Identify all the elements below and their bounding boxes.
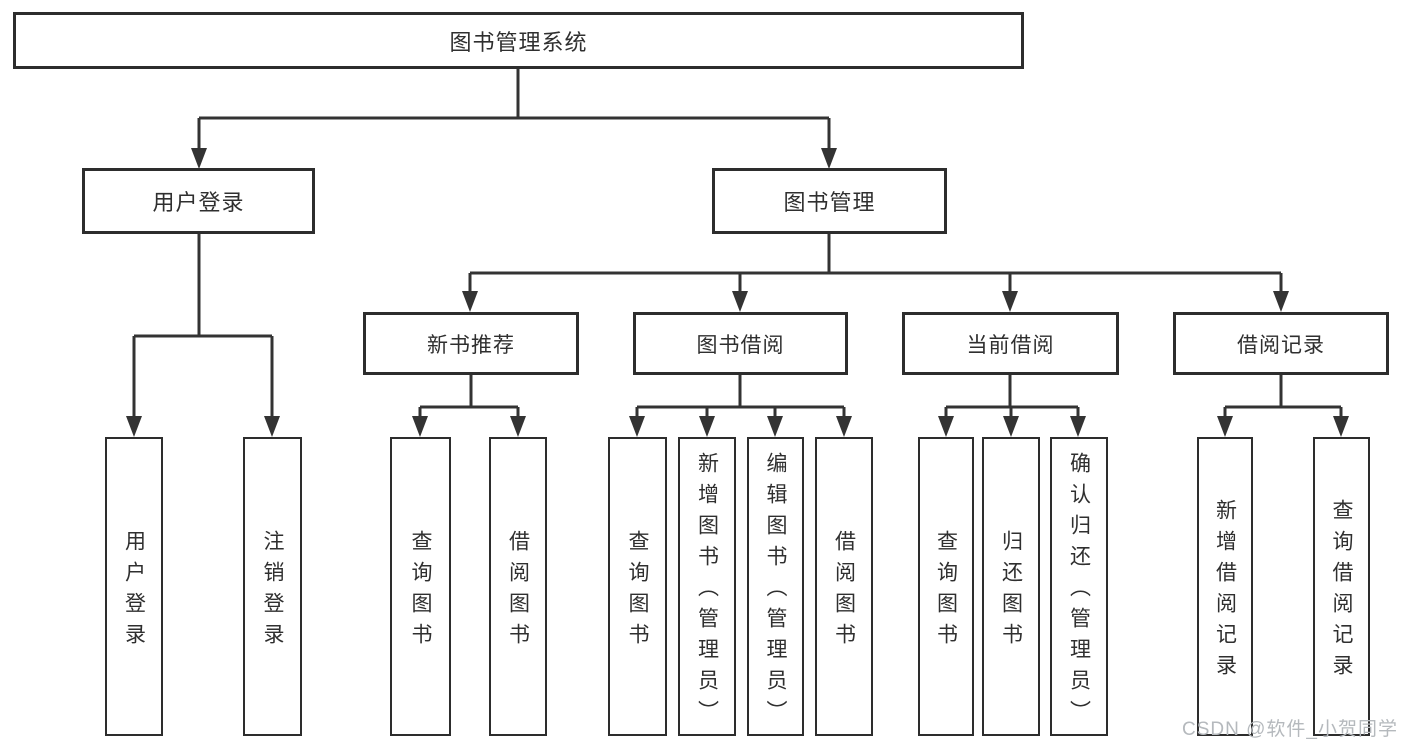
leaf-label: 查询借阅记录 [1330,498,1353,685]
node-leaf-confirm-return-admin: 确认归还（管理员） [1050,437,1108,736]
node-borrowing-records: 借阅记录 [1173,312,1389,375]
node-leaf-edit-books-admin: 编辑图书（管理员） [747,437,804,736]
arrowheads [126,148,1349,437]
node-leaf-add-borrow-record: 新增借阅记录 [1197,437,1253,736]
node-leaf-logout: 注销登录 [243,437,302,736]
csdn-watermark: CSDN @软件_小贺同学 [1182,719,1398,740]
node-leaf-query-books-3: 查询图书 [918,437,974,736]
node-book-borrowing: 图书借阅 [633,312,848,375]
leaf-label: 查询图书 [626,529,649,654]
node-leaf-query-books-2: 查询图书 [608,437,667,736]
leaf-label: 注销登录 [261,529,284,654]
leaf-label: 查询图书 [409,529,432,654]
node-leaf-borrow-books-1: 借阅图书 [489,437,547,736]
leaf-label: 新增借阅记录 [1213,498,1237,685]
leaf-label: 借阅图书 [832,529,856,654]
node-new-book-recommendation: 新书推荐 [363,312,579,375]
node-leaf-query-books-1: 查询图书 [390,437,451,736]
leaf-label: 编辑图书（管理员） [764,452,787,731]
node-book-management: 图书管理 [712,168,947,234]
leaf-label: 查询图书 [934,529,958,654]
leaf-label: 确认归还（管理员） [1067,452,1091,731]
leaf-label: 用户登录 [122,529,146,654]
leaf-label: 借阅图书 [506,529,530,654]
node-current-borrowing: 当前借阅 [902,312,1119,375]
node-leaf-add-books-admin: 新增图书（管理员） [678,437,736,736]
node-user-login: 用户登录 [82,168,315,234]
connector-paths [132,69,1343,420]
node-library-management-system: 图书管理系统 [13,12,1024,69]
node-leaf-borrow-books-2: 借阅图书 [815,437,873,736]
node-leaf-user-login: 用户登录 [105,437,163,736]
leaf-label: 归还图书 [999,529,1023,654]
node-leaf-return-books: 归还图书 [982,437,1040,736]
leaf-label: 新增图书（管理员） [695,452,719,731]
node-leaf-query-borrow-record: 查询借阅记录 [1313,437,1370,736]
